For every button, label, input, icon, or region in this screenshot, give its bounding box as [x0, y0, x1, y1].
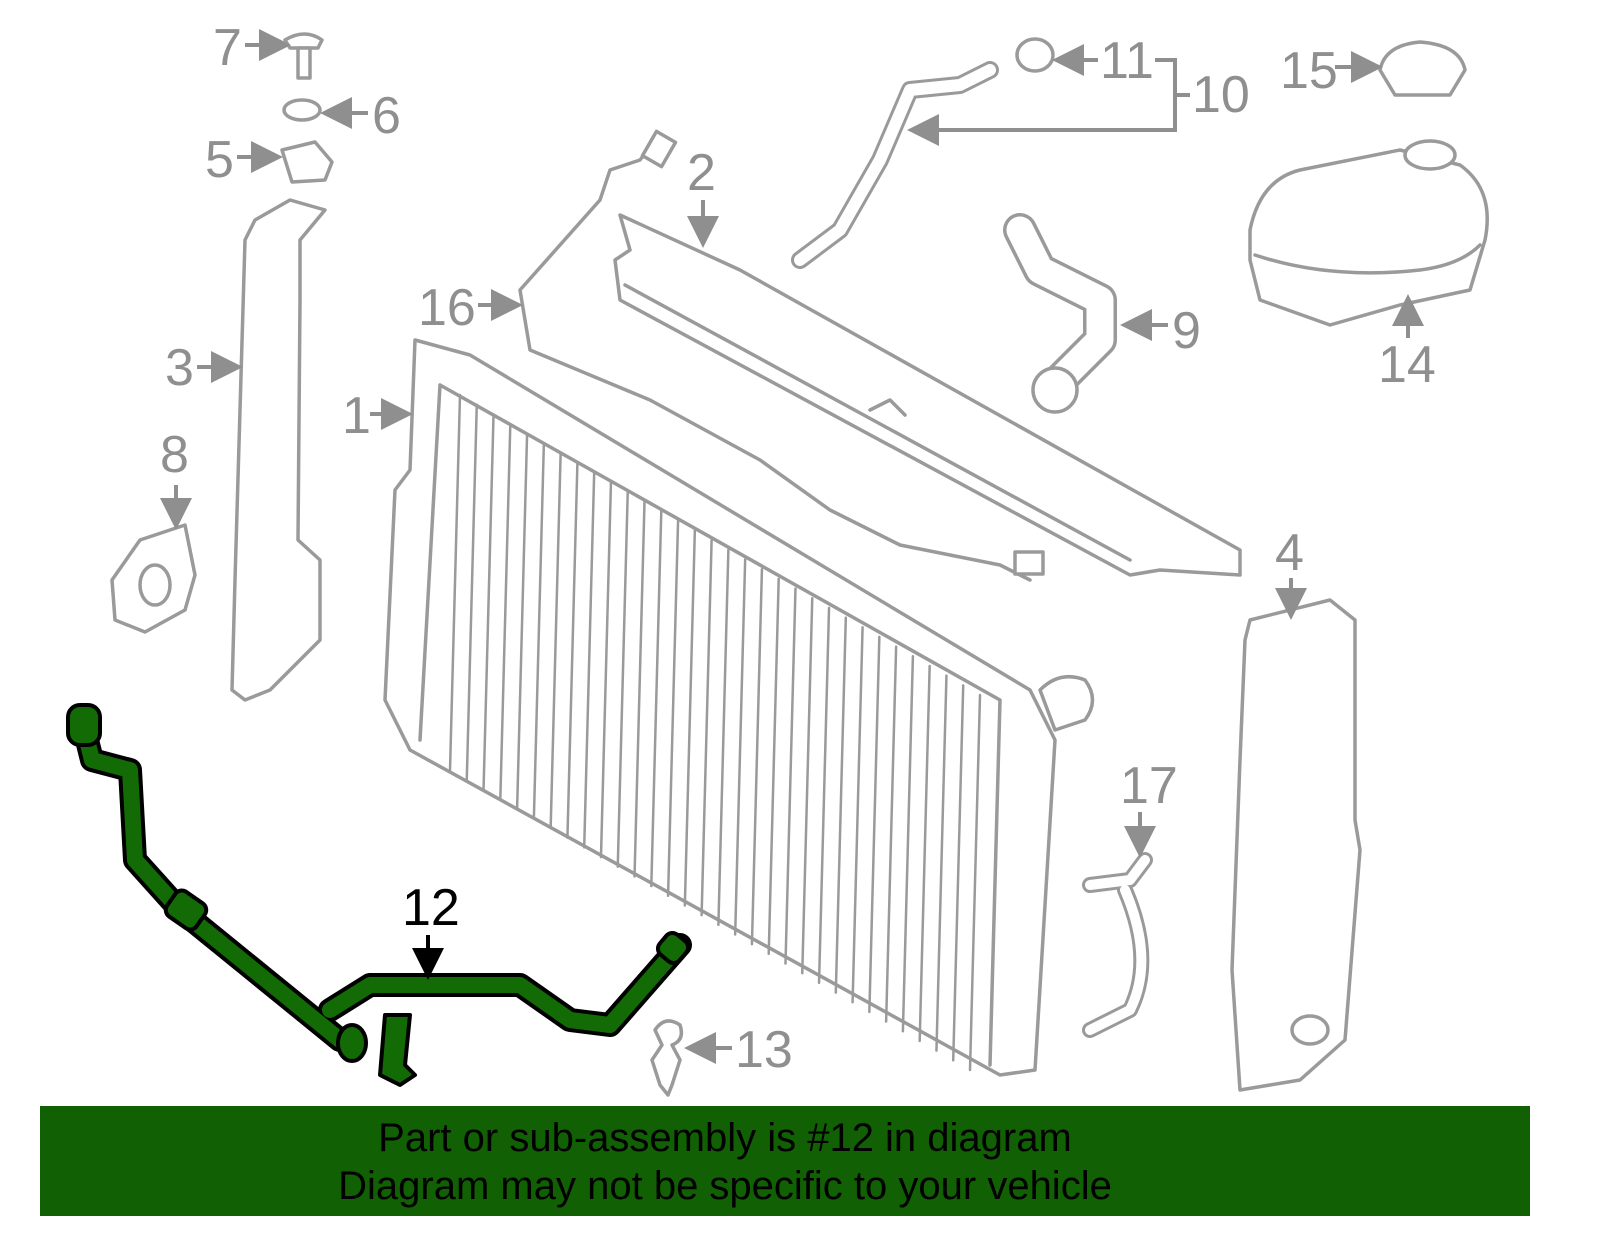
- callout-7: 7: [213, 19, 242, 77]
- radiator-fin: [566, 461, 579, 839]
- sensor-wire-part-16[interactable]: [518, 138, 1032, 582]
- coolant-pipe-part-12[interactable]: [66, 703, 692, 1087]
- callout-11: 11: [1100, 32, 1154, 90]
- radiator-part-1[interactable]: [383, 338, 1095, 1077]
- callout-16: 16: [418, 279, 476, 337]
- radiator-fin: [650, 509, 663, 888]
- radiator-fin: [599, 480, 613, 859]
- radiator-fin: [801, 596, 814, 975]
- callout-labels: 1 2 3 4 5 6 7 8 9 10 11 12 13 14 15 16 1…: [160, 19, 1436, 1079]
- radiator-fin: [968, 693, 982, 1072]
- callout-9: 9: [1172, 302, 1201, 360]
- expansion-tank-part-14[interactable]: [1248, 148, 1489, 327]
- bracket-part-8[interactable]: [110, 523, 197, 634]
- radiator-fin: [784, 587, 797, 965]
- radiator-fin: [448, 393, 462, 772]
- side-panel-part-3[interactable]: [230, 198, 327, 702]
- cap-part-15[interactable]: [1378, 40, 1467, 97]
- callout-8: 8: [160, 426, 189, 484]
- callout-4: 4: [1275, 524, 1304, 582]
- radiator-fin: [918, 664, 931, 1043]
- callout-10: 10: [1192, 66, 1250, 124]
- radiator-fin: [616, 490, 629, 869]
- radiator-fin: [499, 422, 512, 801]
- radiator-fin: [582, 471, 596, 849]
- callout-15: 15: [1280, 42, 1338, 100]
- radiator-fin: [700, 538, 713, 917]
- radiator-fin: [834, 616, 848, 994]
- callout-17: 17: [1120, 757, 1178, 815]
- side-panel-part-4[interactable]: [1230, 598, 1362, 1092]
- fasteners-5-6-7[interactable]: [280, 32, 334, 184]
- radiator-fin: [951, 684, 965, 1062]
- radiator-fin: [901, 655, 915, 1033]
- callout-6: 6: [372, 87, 401, 145]
- callout-14: 14: [1378, 336, 1436, 394]
- callout-13: 13: [735, 1021, 793, 1079]
- radiator-fin: [482, 413, 495, 791]
- radiator-fin: [750, 567, 764, 946]
- banner-line-2: Diagram may not be specific to your vehi…: [338, 1164, 1112, 1208]
- callout-2: 2: [687, 144, 716, 202]
- radiator-fins: [448, 393, 982, 1072]
- radiator-fin: [633, 500, 646, 878]
- callout-12: 12: [402, 879, 460, 937]
- callout-5: 5: [205, 131, 234, 189]
- banner-line-1: Part or sub-assembly is #12 in diagram: [378, 1116, 1072, 1160]
- radiator-cover-part-2[interactable]: [613, 213, 1242, 577]
- clip-part-13[interactable]: [650, 1019, 684, 1097]
- callout-3: 3: [165, 339, 194, 397]
- clamp-part-11[interactable]: [1015, 37, 1055, 73]
- radiator-fin: [884, 645, 898, 1023]
- radiator-fin: [717, 548, 730, 927]
- radiator-fin: [851, 626, 864, 1004]
- radiator-fin: [532, 442, 546, 820]
- radiator-fin: [515, 432, 529, 810]
- radiator-fin: [767, 577, 780, 956]
- radiator-fin: [935, 674, 948, 1052]
- radiator-fin: [733, 558, 747, 936]
- radiator-fin: [666, 519, 680, 898]
- info-banner: Part or sub-assembly is #12 in diagram D…: [40, 1106, 1530, 1216]
- radiator-fin: [817, 606, 831, 985]
- radiator-fin: [868, 635, 881, 1014]
- callout-1: 1: [342, 387, 371, 445]
- radiator-fin: [683, 529, 697, 907]
- radiator-fin: [465, 403, 479, 781]
- radiator-fin: [549, 451, 562, 830]
